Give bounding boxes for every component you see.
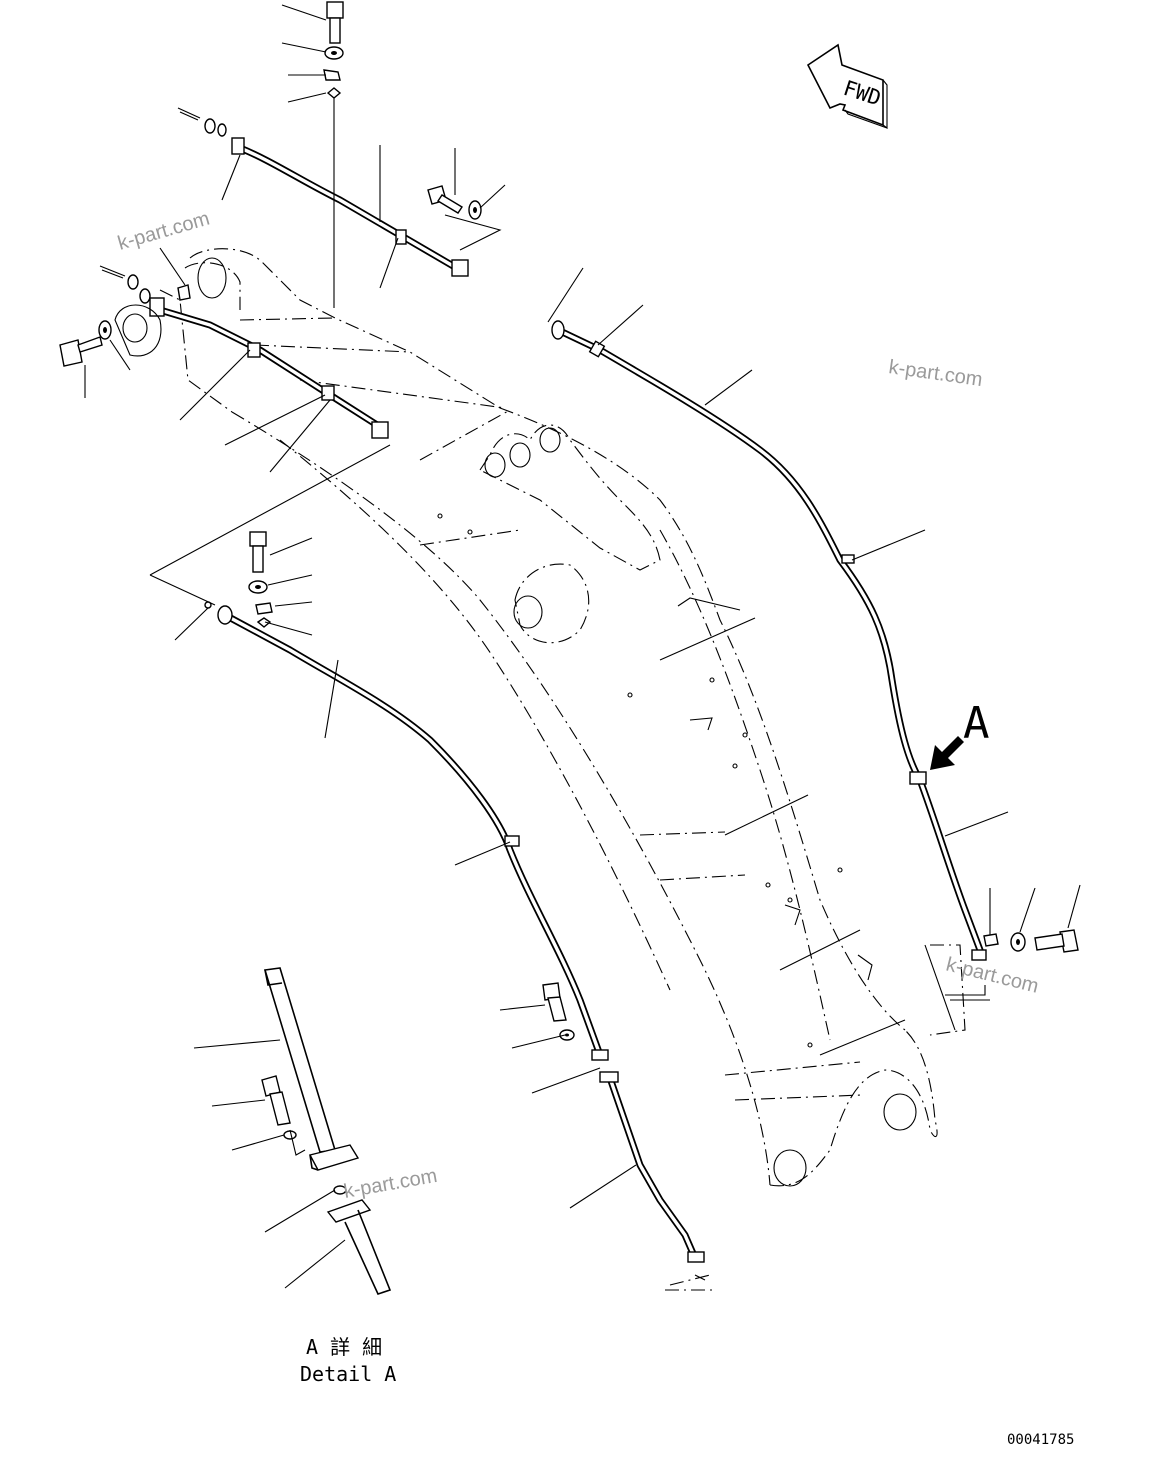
middle-hydraulic-tube — [149, 297, 389, 439]
watermark-3: k-part.com — [944, 954, 1041, 998]
detail-title-en: Detail A — [300, 1362, 396, 1386]
detail-a-view — [193, 967, 392, 1295]
fastener-parts — [59, 1, 1079, 1041]
view-letter: A — [963, 698, 990, 749]
fwd-label: FWD — [840, 76, 883, 111]
bottom-short-tube — [599, 1071, 715, 1291]
leader-lines — [84, 4, 1081, 1209]
watermark-2: k-part.com — [887, 356, 984, 391]
upper-hydraulic-tube — [551, 320, 987, 961]
top-crossbar-tube — [231, 137, 469, 277]
watermark-4: k-part.com — [342, 1165, 439, 1203]
watermark-1: k-part.com — [115, 208, 212, 255]
detail-title-jp: A 詳 細 — [306, 1335, 382, 1359]
forward-arrow-icon: FWD — [806, 43, 888, 130]
boom-outline — [159, 248, 966, 1187]
view-arrow-icon — [930, 736, 964, 770]
drawing-number: 00041785 — [1007, 1432, 1074, 1448]
lower-hydraulic-tube — [217, 605, 609, 1061]
